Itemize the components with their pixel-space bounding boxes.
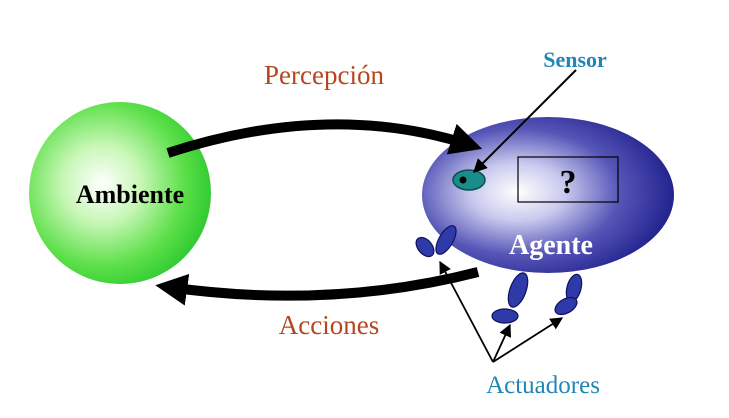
actuator-limb-1-tip [415, 236, 435, 258]
actuator-limb-3-foot [554, 296, 578, 316]
actuator-pointer-2 [492, 323, 511, 363]
actuator-pointer-1 [439, 260, 494, 363]
environment-node: Ambiente [29, 102, 211, 284]
sensor-eye-icon [452, 169, 486, 191]
sensor-pointer-arrow [473, 69, 577, 173]
actuator-limb-2-foot [491, 308, 519, 324]
perception-arrow [166, 119, 483, 158]
sensor-pupil-icon [459, 176, 467, 184]
unknown-symbol: ? [560, 164, 577, 201]
actuators-label: Actuadores [486, 372, 600, 399]
unknown-box [517, 156, 619, 203]
agent-ellipse [422, 117, 674, 273]
action-arrow [155, 267, 480, 306]
environment-label: Ambiente [76, 180, 184, 209]
agent-node: ? Agente [422, 117, 674, 273]
environment-circle [29, 102, 211, 284]
agent-label: Agente [509, 230, 593, 261]
actuator-limb-1 [435, 225, 457, 255]
actuator-pointer-3 [492, 317, 564, 363]
perception-label: Percepción [264, 60, 384, 90]
sensor-label: Sensor [543, 47, 607, 72]
actuator-limb-2 [507, 272, 529, 308]
actuators-group [415, 225, 583, 324]
actions-label: Acciones [279, 310, 379, 340]
